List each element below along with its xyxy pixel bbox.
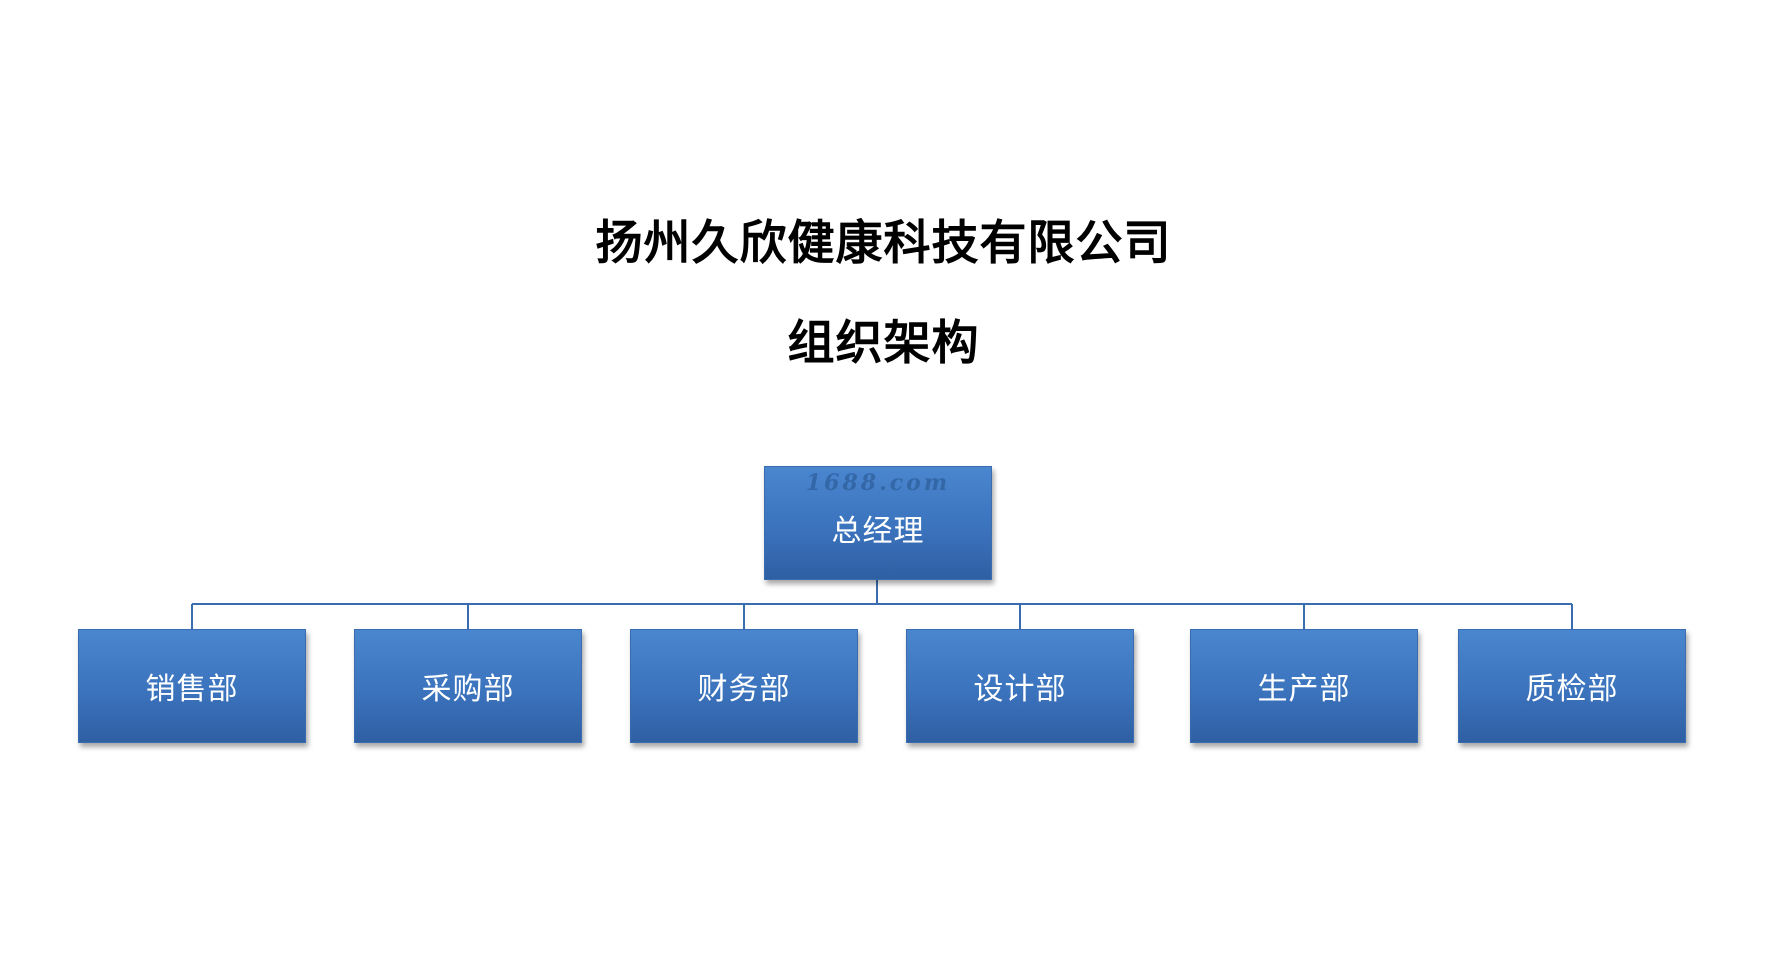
node-label-general-manager: 总经理 xyxy=(831,514,925,549)
org-node-production: 生产部 xyxy=(1190,629,1418,743)
org-node-design: 设计部 xyxy=(906,629,1134,743)
node-label-sales: 销售部 xyxy=(145,672,239,707)
org-node-sales: 销售部 xyxy=(78,629,306,743)
node-label-design: 设计部 xyxy=(973,672,1067,707)
watermark-1688: 1688.com xyxy=(805,470,951,496)
node-label-purchasing: 采购部 xyxy=(421,672,515,707)
company-title: 扬州久欣健康科技有限公司 xyxy=(595,216,1172,271)
org-node-quality-control: 质检部 xyxy=(1458,629,1686,743)
chart-subtitle: 组织架构 xyxy=(787,316,980,371)
node-label-production: 生产部 xyxy=(1257,672,1351,707)
node-label-finance: 财务部 xyxy=(697,672,791,707)
org-node-finance: 财务部 xyxy=(630,629,858,743)
org-node-purchasing: 采购部 xyxy=(354,629,582,743)
node-label-quality-control: 质检部 xyxy=(1525,672,1619,707)
org-node-general-manager: 1688.com 总经理 xyxy=(764,466,992,580)
